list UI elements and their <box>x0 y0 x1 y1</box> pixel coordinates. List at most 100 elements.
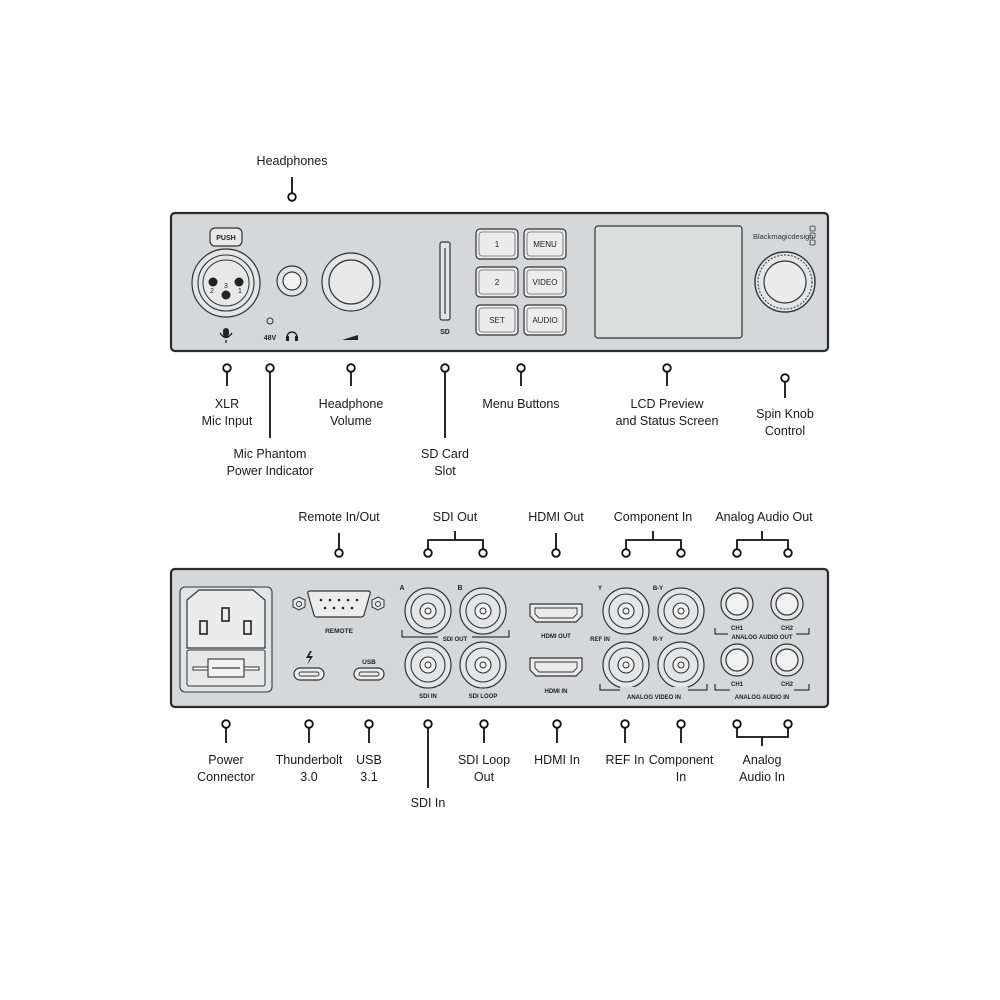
callout-power-line2: Connector <box>197 770 255 784</box>
phantom-power-led <box>266 317 274 325</box>
video-button-label: VIDEO <box>533 278 558 287</box>
callout-component-line2: In <box>676 770 686 784</box>
analog-audio-in-label: ANALOG AUDIO IN <box>735 695 789 701</box>
callout-lcd-line1: LCD Preview <box>631 397 705 411</box>
headphone-volume-knob <box>321 252 381 312</box>
rear-panel: REMOTE USB A B SDI OUT <box>169 567 830 709</box>
sdi-a-label: A <box>399 585 404 592</box>
ry-label: R-Y <box>653 637 663 643</box>
callout-hdmi-out: HDMI Out <box>528 510 584 524</box>
xlr-connector: PUSH 2 3 1 <box>191 227 261 318</box>
sdi-out-b-connector <box>459 587 507 635</box>
brand-logo-mark <box>809 225 816 246</box>
callout-volume-line2: Volume <box>330 414 372 428</box>
callout-sdi-loop-line1: SDI Loop <box>458 753 510 767</box>
sdi-loop-label: SDI LOOP <box>469 694 498 700</box>
rear-bottom-callouts: Power Connector Thunderbolt 3.0 USB 3.1 … <box>197 719 793 810</box>
xlr-pin-1: 1 <box>238 288 242 295</box>
button-2: 2 <box>475 266 519 298</box>
callout-headphones: Headphones <box>257 154 328 168</box>
sdi-out-label: SDI OUT <box>443 637 468 643</box>
menu-button: MENU <box>523 228 567 260</box>
audio-in-ch2-jack <box>770 643 804 677</box>
callout-component-line1: Component <box>649 753 714 767</box>
callout-lcd-line2: and Status Screen <box>616 414 719 428</box>
usb-label: USB <box>362 659 376 666</box>
analog-video-in-label: ANALOG VIDEO IN <box>627 695 681 701</box>
callout-ref-in: REF In <box>606 753 645 767</box>
button-1: 1 <box>475 228 519 260</box>
menu-buttons: 1 MENU 2 VIDEO SET <box>475 228 567 336</box>
48v-label: 48V <box>264 335 277 342</box>
microphone-icon <box>219 328 233 343</box>
brand-logo: Blackmagicdesign <box>753 232 813 241</box>
audio-button: AUDIO <box>523 304 567 336</box>
callout-analog-audio-out: Analog Audio Out <box>715 510 813 524</box>
sdi-in-label: SDI IN <box>419 694 437 700</box>
callout-thunderbolt-line2: 3.0 <box>300 770 317 784</box>
callout-menu-buttons: Menu Buttons <box>482 397 559 411</box>
callout-analog-audio-in-line2: Audio In <box>739 770 785 784</box>
component-by-connector <box>657 587 705 635</box>
video-button: VIDEO <box>523 266 567 298</box>
callout-power-line1: Power <box>208 753 243 767</box>
callout-usb-line1: USB <box>356 753 382 767</box>
callout-xlr-line1: XLR <box>215 397 239 411</box>
audio-out-ch2-jack <box>770 587 804 621</box>
callout-sd-line1: SD Card <box>421 447 469 461</box>
audio-out-ch2-label: CH2 <box>781 626 794 632</box>
button-2-label: 2 <box>495 278 500 287</box>
callout-analog-audio-in-line1: Analog <box>743 753 782 767</box>
callout-phantom-line2: Power Indicator <box>227 464 314 478</box>
callout-sdi-loop-line2: Out <box>474 770 495 784</box>
set-button-label: SET <box>489 316 505 325</box>
callout-component-in: Component In <box>614 510 693 524</box>
callout-sdi-in: SDI In <box>411 796 446 810</box>
audio-out-ch1-label: CH1 <box>731 626 744 632</box>
sdi-out-a-connector <box>404 587 452 635</box>
front-panel: PUSH 2 3 1 48V <box>169 211 830 353</box>
audio-in-ch1-jack <box>720 643 754 677</box>
front-callouts: Headphones XLR Mic Input Mic Phantom Pow… <box>202 154 814 478</box>
thunderbolt-port <box>293 667 325 681</box>
button-1-label: 1 <box>495 240 500 249</box>
callout-usb-line2: 3.1 <box>360 770 377 784</box>
audio-button-label: AUDIO <box>532 316 557 325</box>
ref-in-label: REF IN <box>590 637 610 643</box>
callout-knob-line1: Spin Knob <box>756 407 814 421</box>
audio-in-ch2-label: CH2 <box>781 682 794 688</box>
sd-card-slot <box>439 241 451 321</box>
ref-in-connector <box>602 641 650 689</box>
usb-port <box>353 667 385 681</box>
hdmi-in-port <box>529 657 583 677</box>
rear-top-callouts: Remote In/Out SDI Out HDMI Out Component… <box>298 510 813 558</box>
callout-xlr-line2: Mic Input <box>202 414 253 428</box>
callout-sdi-out: SDI Out <box>433 510 478 524</box>
set-button: SET <box>475 304 519 336</box>
callout-hdmi-in: HDMI In <box>534 753 580 767</box>
callout-knob-line2: Control <box>765 424 805 438</box>
spin-knob <box>754 251 816 313</box>
sd-label: SD <box>440 329 450 336</box>
component-ry-connector <box>657 641 705 689</box>
lcd-screen <box>594 225 743 339</box>
xlr-push-label: PUSH <box>216 235 235 242</box>
menu-button-label: MENU <box>533 240 557 249</box>
callout-sd-line2: Slot <box>434 464 456 478</box>
xlr-pin-3: 3 <box>224 283 228 290</box>
callout-remote: Remote In/Out <box>298 510 380 524</box>
callout-phantom-line1: Mic Phantom <box>234 447 307 461</box>
by-label: B-Y <box>653 586 663 592</box>
power-connector <box>179 586 273 693</box>
audio-in-ch1-label: CH1 <box>731 682 744 688</box>
callout-volume-line1: Headphone <box>319 397 384 411</box>
remote-label: REMOTE <box>325 628 353 635</box>
audio-out-ch1-jack <box>720 587 754 621</box>
thunderbolt-icon <box>306 651 313 665</box>
hdmi-out-label: HDMI OUT <box>541 634 571 640</box>
volume-ramp-icon <box>342 335 358 340</box>
y-label: Y <box>598 586 602 592</box>
sdi-in-connector <box>404 641 452 689</box>
remote-port <box>292 590 385 618</box>
hdmi-out-port <box>529 603 583 623</box>
